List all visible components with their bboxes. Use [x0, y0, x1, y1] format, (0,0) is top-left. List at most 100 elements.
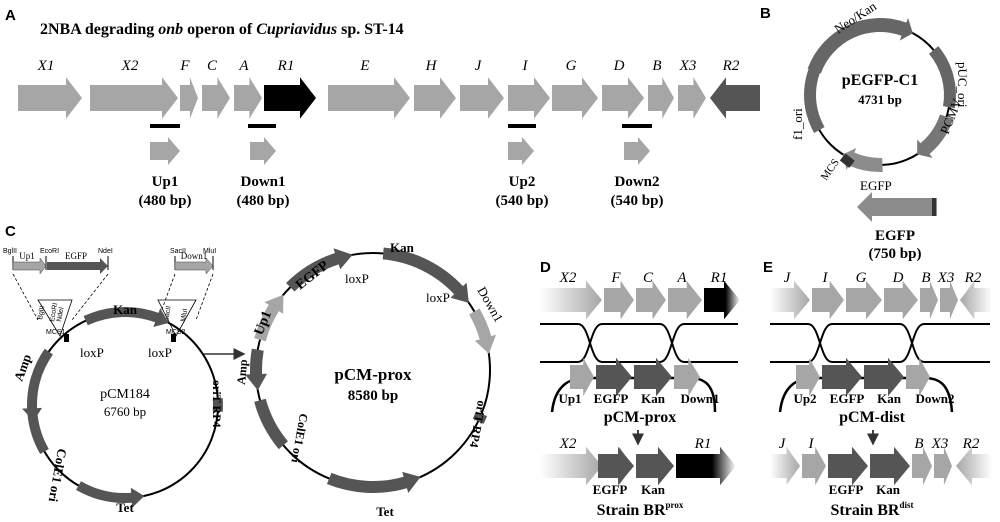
pcm-prox-features: [245, 247, 497, 494]
d-top-r1-arrow: [704, 280, 740, 320]
gene-x2-arrow: [90, 77, 178, 119]
up2-bar: [508, 124, 536, 128]
mcs1-label: MCS1: [46, 329, 66, 336]
gene-r1-label: R1: [277, 58, 295, 74]
down2-bar: [622, 124, 652, 128]
e-top-i-arrow: [812, 280, 844, 320]
mcs1-site-ndei: NdeI: [56, 307, 65, 323]
e-bot-j-label: J: [779, 436, 787, 452]
panel-c: C BglII EcoRI NdeI Up1 EGFP BglII EcoRI …: [3, 223, 507, 519]
pcm-prox-orit-arc: [472, 411, 488, 424]
gene-a-arrow: [234, 77, 262, 119]
d-plasmid-name: pCM-prox: [604, 409, 677, 426]
e-result-kan-label: Kan: [876, 482, 901, 497]
egfp-fragment-size: (750 bp): [869, 246, 922, 262]
pcm184-features: [22, 307, 223, 508]
ecori-site: EcoRI: [40, 248, 59, 255]
e-plasmid-name: pCM-dist: [839, 409, 905, 426]
gene-h-arrow: [414, 77, 456, 119]
egfp-fragment-arrow: [857, 192, 937, 222]
puc-ori-arc: [929, 46, 956, 109]
mcs1-callout: [37, 299, 73, 337]
gene-x3-arrow: [678, 77, 706, 119]
down1-fragment-name: Down1: [240, 174, 285, 190]
gene-r1-arrow: [264, 77, 316, 119]
panel-a: A 2NBA degrading onb operon of Cupriavid…: [5, 7, 760, 209]
e-result-egfp-label: EGFP: [829, 482, 864, 497]
d-top-a-arrow: [668, 280, 702, 320]
pcm184-loxp2-label: loxP: [148, 345, 172, 360]
e-bot-b-label: B: [914, 436, 923, 452]
gene-e-label: E: [359, 58, 369, 74]
mcs1-site-bglii: BglII: [37, 305, 46, 320]
d-crossover-line-2: [540, 323, 738, 363]
gene-x3-label: X3: [679, 58, 697, 74]
up1-insert-arrow: [12, 257, 47, 275]
gene-r2-arrow: [710, 77, 760, 119]
d-down1-label: Down1: [680, 391, 719, 406]
egfp-arc: [842, 147, 883, 172]
e-bot-r2-label: R2: [962, 436, 980, 452]
pcm184-loxp1-label: loxP: [80, 345, 104, 360]
egfp-insert-arrow: [47, 258, 108, 274]
gene-c-arrow: [202, 77, 230, 119]
pcm-prox-tet-arc: [326, 471, 421, 494]
gene-f-arrow: [180, 77, 198, 119]
e-mid-down2-arrow: [906, 357, 930, 397]
mcs2-site-mlui: MluI: [180, 308, 189, 322]
egfp-insert-label: EGFP: [65, 251, 87, 261]
gene-c-label: C: [207, 58, 218, 74]
e-up2-label: Up2: [793, 391, 816, 406]
e-bot-x3-label: X3: [931, 436, 949, 452]
gene-b-arrow: [648, 77, 674, 119]
puc-ori-label: pUC_ori: [955, 62, 970, 108]
up1-insert-label: Up1: [19, 251, 35, 261]
f1-ori-label: f1_ori: [790, 108, 805, 140]
gene-x1-arrow: [18, 77, 82, 119]
d-bot-x2-label: X2: [559, 436, 577, 452]
pegfp-features: [804, 17, 956, 172]
e-crossover-line-2: [770, 323, 990, 363]
pcm184-tet-arc: [76, 481, 145, 508]
egfp-circle-label: EGFP: [860, 178, 892, 193]
gene-g-arrow: [552, 77, 598, 119]
e-top-r2-label: R2: [964, 270, 982, 286]
d-bot-kan-arrow: [636, 446, 674, 486]
e-crossover-line-1: [770, 323, 990, 363]
d-mid-kan-arrow: [634, 357, 672, 397]
pcm-prox-amp-arc: [245, 348, 268, 391]
e-mid-up2-arrow: [796, 357, 820, 397]
e-bot-b-arrow: [912, 446, 932, 486]
down1-bar: [248, 124, 276, 128]
up2-fragment-size: (540 bp): [496, 193, 549, 209]
e-top-g-arrow: [846, 280, 882, 320]
d-strain-label: Strain BRprox: [597, 500, 684, 519]
pcm184-orit-label: oriT RP4: [210, 380, 224, 427]
e-top-x3-label: X3: [937, 270, 955, 286]
e-top-d-arrow: [884, 280, 918, 320]
panel-e-label: E: [763, 259, 773, 276]
mcs-box: [839, 153, 855, 168]
pcm-prox-loxp1-label: loxP: [345, 271, 369, 286]
d-mid-up1-arrow: [570, 357, 594, 397]
e-top-j-arrow: [770, 280, 810, 320]
e-mid-kan-arrow: [864, 357, 904, 397]
d-mid-egfp-arrow: [596, 357, 632, 397]
insert-up1-egfp: BglII EcoRI NdeI Up1 EGFP BglII EcoRI Nd…: [3, 248, 113, 337]
sacii-site: SacII: [170, 248, 186, 255]
pcm184-loxp2-mark: [171, 334, 176, 342]
pcm184-kan-label: Kan: [113, 302, 138, 317]
mcs2-callout: [157, 299, 197, 337]
gene-d-arrow: [602, 77, 644, 119]
e-top-x3-arrow: [940, 280, 958, 320]
e-mid-egfp-arrow: [822, 357, 862, 397]
gene-i-label: I: [522, 58, 529, 74]
e-top-i-label: I: [822, 270, 829, 286]
e-top-r2-arrow: [960, 280, 992, 320]
panel-b: B pEGFP-C1 4731 bp Neo/Kan pUC_ori PCMV …: [760, 0, 970, 262]
gene-x2-label: X2: [121, 58, 139, 74]
mcs2-site-sacii: SacII: [163, 305, 173, 322]
down1-fragment-arrow: [250, 137, 276, 165]
pcm-prox-orit-label: oriT RP4: [467, 399, 489, 448]
